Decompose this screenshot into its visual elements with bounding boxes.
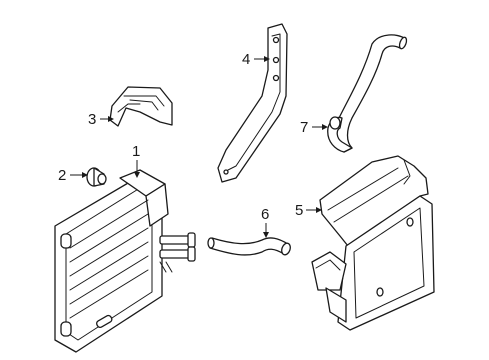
callout-5: 5 (295, 202, 322, 219)
callout-4-label: 4 (242, 51, 250, 68)
callout-4: 4 (242, 51, 270, 68)
oil-cooler-core (54, 169, 196, 353)
callout-5-label: 5 (295, 202, 303, 219)
fastener-clip (86, 167, 107, 187)
callout-6: 6 (261, 206, 269, 238)
callout-7-label: 7 (300, 119, 308, 136)
callout-3-label: 3 (88, 111, 96, 128)
callout-3: 3 (88, 111, 114, 128)
callout-2-label: 2 (58, 167, 66, 184)
callout-1: 1 (132, 143, 140, 178)
callout-1-label: 1 (132, 143, 140, 160)
callout-6-label: 6 (261, 206, 269, 223)
upper-shroud (109, 86, 173, 127)
short-hose (207, 237, 291, 256)
air-duct-housing (311, 155, 435, 331)
callout-2: 2 (58, 167, 88, 184)
cooler-fittings (159, 232, 196, 273)
s-hose (327, 34, 408, 153)
callout-7: 7 (300, 119, 328, 136)
mounting-bracket (217, 23, 288, 183)
